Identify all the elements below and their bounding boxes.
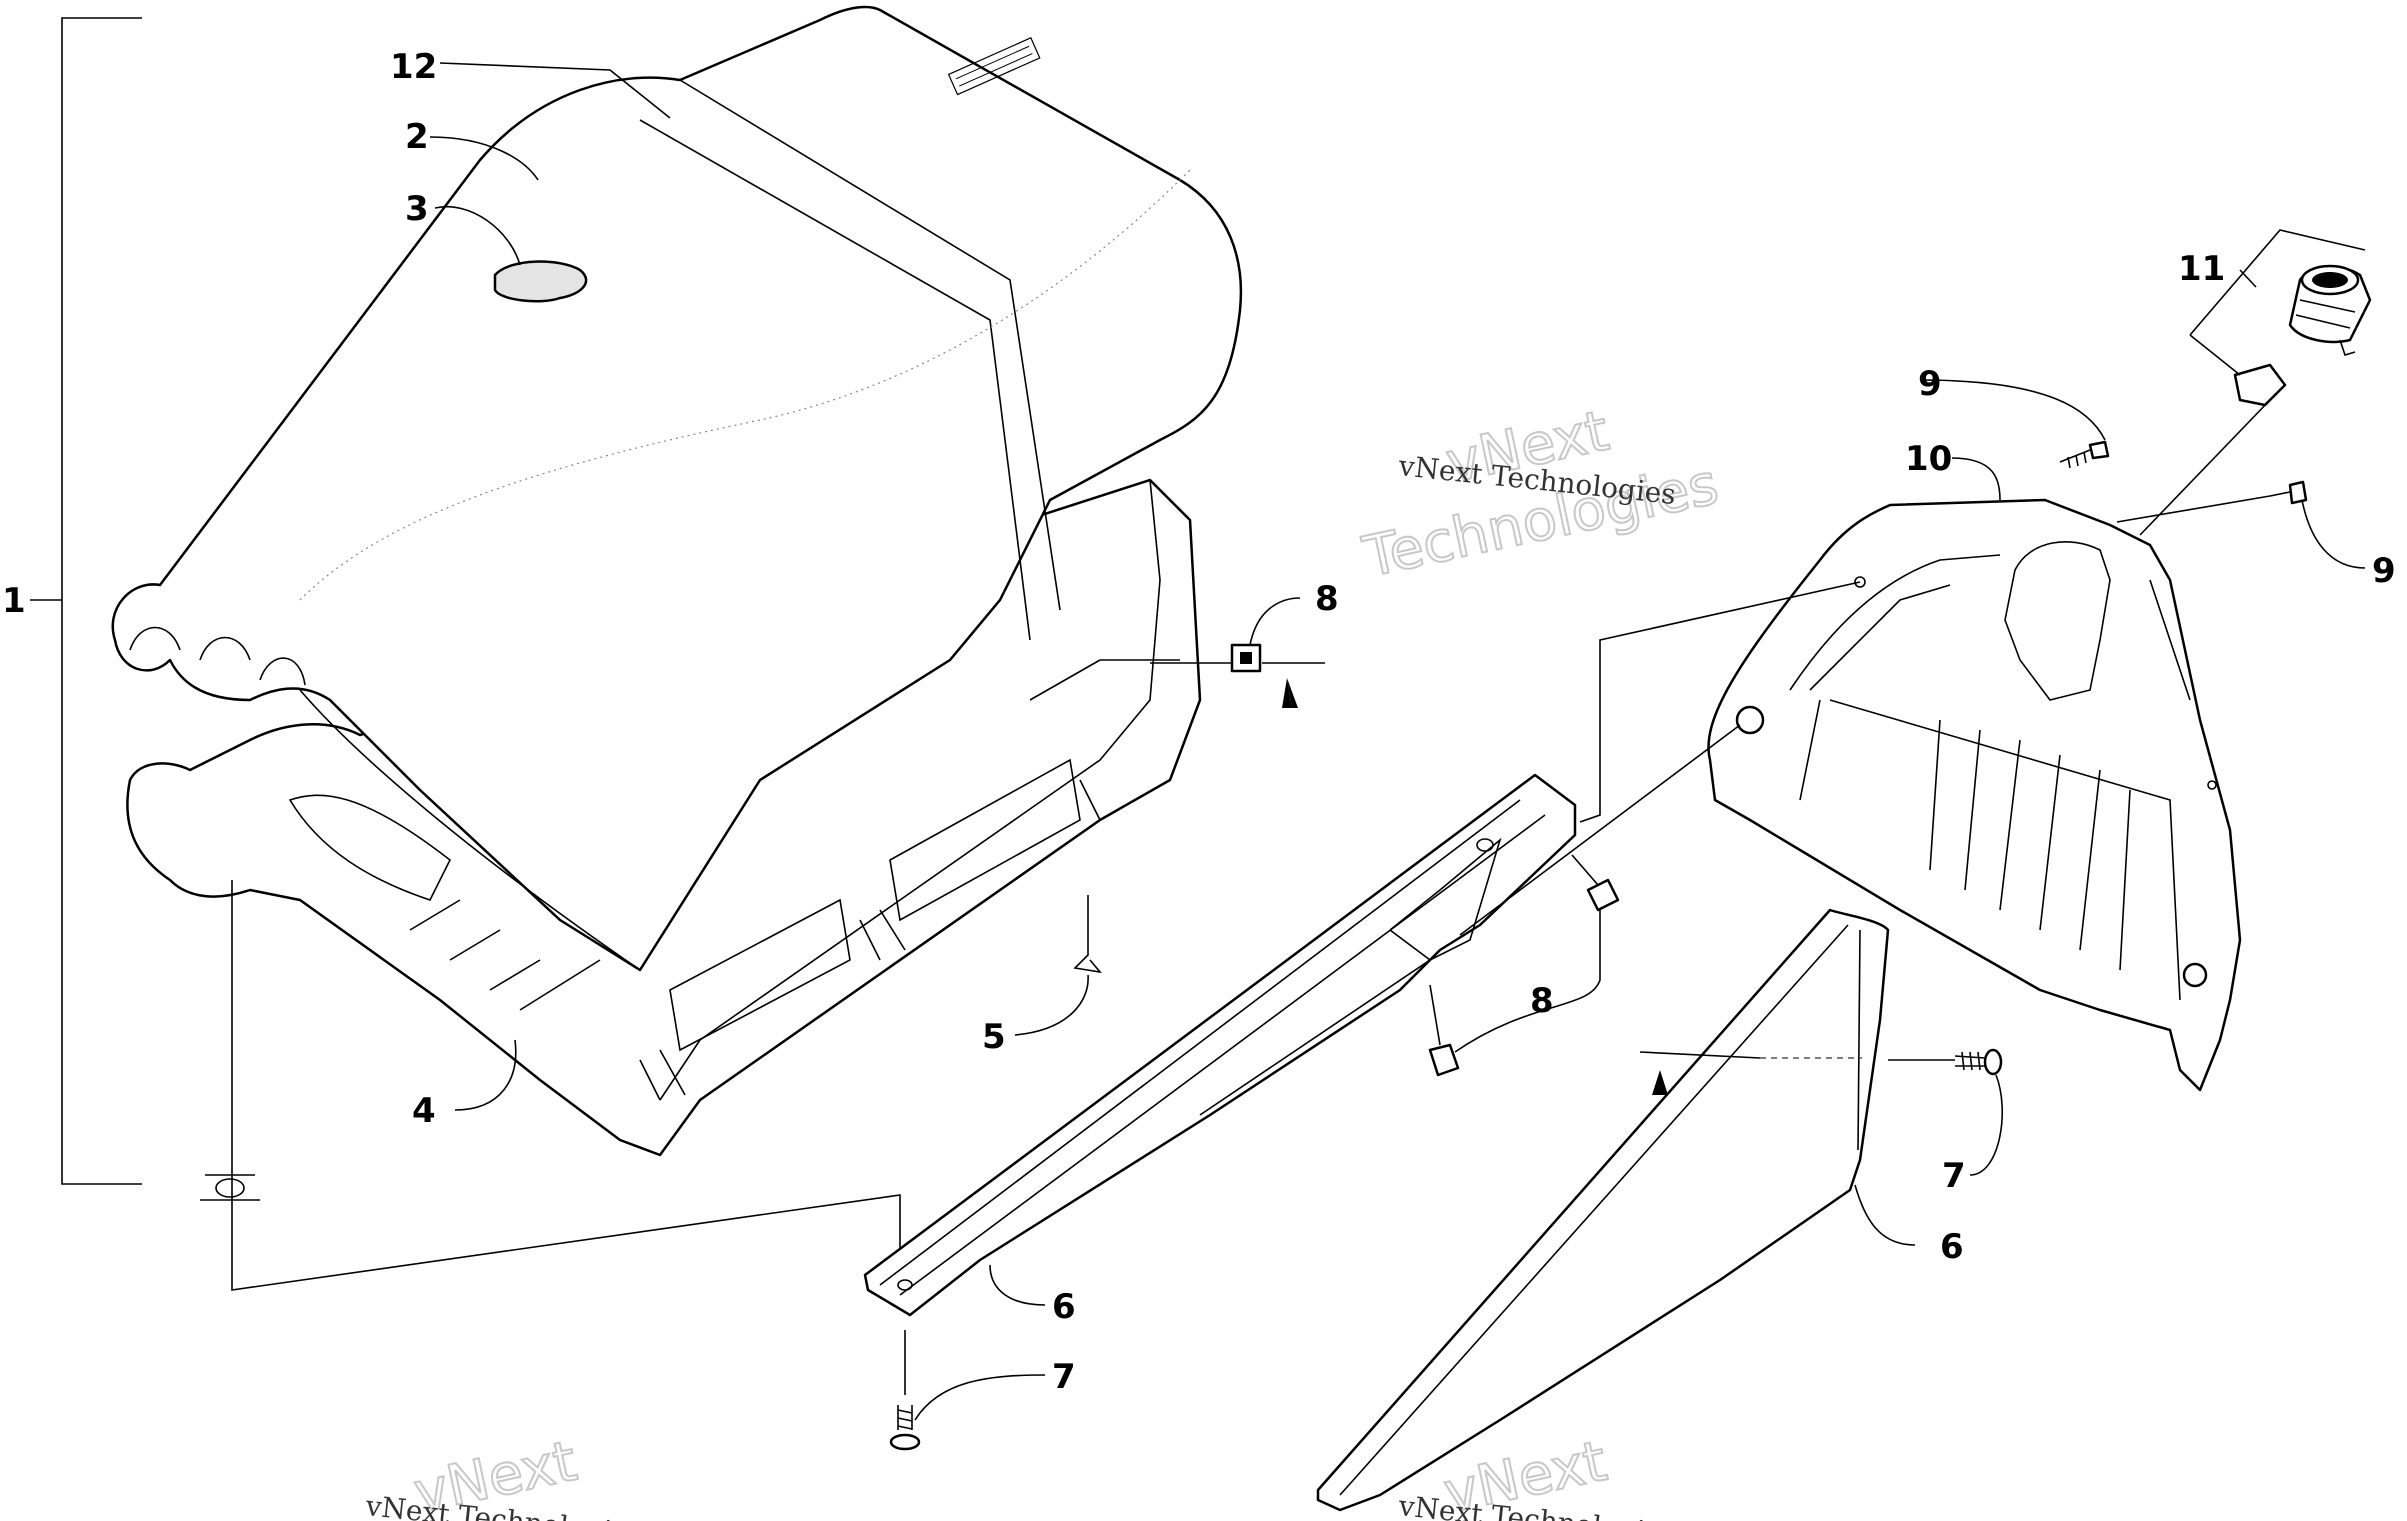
leader-callout-2 bbox=[429, 136, 539, 181]
callout-number: 12 bbox=[390, 47, 437, 87]
storage-box-grommet bbox=[2182, 962, 2208, 988]
seat-base-clip-slot bbox=[1029, 659, 1180, 701]
seat-base-side-recess bbox=[288, 794, 452, 901]
seat-base-ribs bbox=[409, 899, 601, 1011]
seat-cover-part bbox=[111, 5, 1243, 972]
callout-number: 2 bbox=[405, 117, 429, 157]
screw-part bbox=[1954, 1048, 2003, 1176]
seat-base-fastener bbox=[200, 1174, 260, 1201]
callout-number: 9 bbox=[1918, 364, 1942, 404]
side-panel-part bbox=[863, 773, 1577, 1317]
callout-number: 6 bbox=[1940, 1227, 1964, 1267]
side-panel-lower-inner-edge bbox=[1339, 924, 1861, 1496]
side-panel-hole bbox=[897, 1279, 913, 1291]
storage-box-hole bbox=[2207, 780, 2217, 790]
seat-cover-band-12 bbox=[639, 79, 1061, 641]
leader-callout-12 bbox=[439, 62, 671, 119]
callout-number: 6 bbox=[1052, 1287, 1076, 1327]
screw-part bbox=[2116, 480, 2366, 569]
callout-number: 3 bbox=[405, 189, 429, 229]
seat-cover-front-scallops bbox=[129, 626, 306, 686]
direction-arrow bbox=[1652, 1070, 1668, 1095]
storage-box-ribs bbox=[1929, 719, 2131, 971]
leader-seat-to-panel bbox=[231, 880, 901, 1291]
repair-patch-part bbox=[493, 260, 588, 303]
callout-number: 11 bbox=[2178, 249, 2225, 289]
fastener-axis-line bbox=[1639, 1051, 1955, 1061]
seat-base-vent-panel bbox=[889, 758, 1081, 922]
side-panel-bracket bbox=[1389, 837, 1502, 961]
assembly-bracket bbox=[30, 17, 142, 1185]
direction-arrow bbox=[1282, 678, 1292, 708]
callout-number: 7 bbox=[1942, 1156, 1966, 1196]
leader-callout-4 bbox=[454, 1039, 517, 1111]
leader-callout-6a bbox=[989, 1264, 1046, 1306]
callout-number: 7 bbox=[1052, 1357, 1076, 1397]
seat-cover-lower-edge bbox=[299, 689, 641, 971]
leader-callout-6b bbox=[1854, 1184, 1916, 1246]
push-clip-part bbox=[1428, 854, 1620, 1077]
callout-number: 9 bbox=[2372, 551, 2396, 591]
direction-arrow bbox=[1287, 678, 1298, 708]
side-panel-lower-part bbox=[1316, 908, 1890, 1512]
leader-callout-3 bbox=[434, 205, 521, 266]
callout-number: 5 bbox=[982, 1017, 1006, 1057]
push-clip-part bbox=[1150, 597, 1325, 673]
seat-base-vent-panel bbox=[669, 898, 851, 1052]
seat-cover-logo-mark bbox=[947, 37, 1041, 96]
leader-callout-5 bbox=[1014, 974, 1089, 1036]
leader-callout-11 bbox=[2239, 269, 2257, 288]
storage-box-grommet bbox=[1735, 705, 1765, 735]
storage-box-rim-inner bbox=[1789, 554, 2191, 701]
leader-box-to-panel bbox=[1459, 581, 1861, 936]
screw-part bbox=[1919, 379, 2110, 469]
power-socket-part bbox=[2139, 229, 2372, 536]
callout-number: 4 bbox=[412, 1091, 436, 1131]
storage-box-inner-floor bbox=[1799, 699, 2181, 1001]
callout-number: 10 bbox=[1905, 439, 1952, 479]
callout-number: 1 bbox=[2, 581, 26, 621]
side-panel-hole bbox=[1476, 838, 1494, 852]
callout-number: 8 bbox=[1530, 981, 1554, 1021]
hook-clip-part bbox=[1073, 895, 1102, 974]
leader-callout-10 bbox=[1951, 457, 2001, 501]
storage-box-hole bbox=[1854, 576, 1866, 588]
callout-number: 8 bbox=[1315, 579, 1339, 619]
screw-part bbox=[889, 1330, 1046, 1451]
seat-base-inner-edge bbox=[659, 479, 1161, 1101]
storage-box-lid-handle bbox=[2004, 541, 2111, 701]
seat-base-tabs bbox=[639, 779, 1101, 1101]
